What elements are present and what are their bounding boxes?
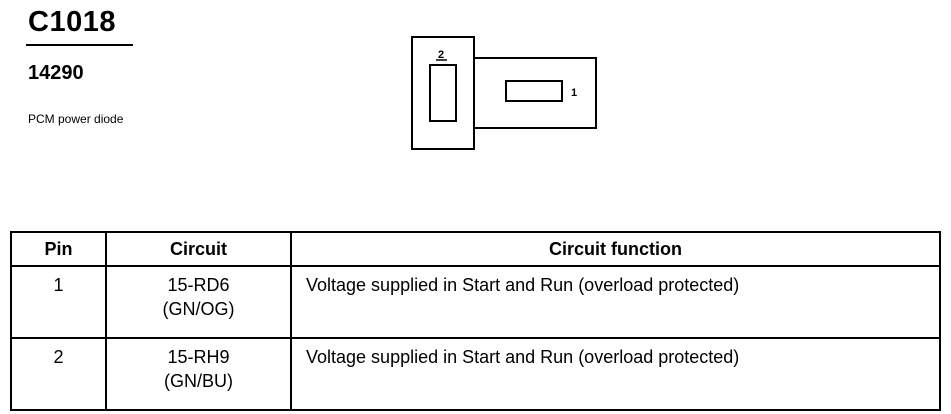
table-header-row: Pin Circuit Circuit function [10, 231, 941, 267]
column-header-circuit: Circuit [105, 231, 292, 267]
pin-2-cavity [429, 64, 457, 122]
title-underline [26, 44, 133, 46]
column-header-circuit-function: Circuit function [290, 231, 941, 267]
function-cell: Voltage supplied in Start and Run (overl… [290, 265, 941, 339]
circuit-code: 15-RD6 [167, 275, 230, 295]
pin-cell: 1 [10, 265, 107, 339]
pin-2-label: 2 [438, 49, 444, 61]
circuit-code: 15-RH9 [167, 347, 230, 367]
connector-diagram: 2 1 [411, 36, 597, 150]
pin-cell: 2 [10, 337, 107, 411]
column-header-pin: Pin [10, 231, 107, 267]
circuit-cell: 15-RD6 (GN/OG) [105, 265, 292, 339]
pin-1-cavity [505, 80, 563, 102]
function-cell: Voltage supplied in Start and Run (overl… [290, 337, 941, 411]
connector-id: C1018 [28, 6, 116, 38]
table-row: 2 15-RH9 (GN/BU) Voltage supplied in Sta… [10, 337, 941, 411]
circuit-colors: (GN/BU) [164, 371, 233, 391]
pin-table: Pin Circuit Circuit function 1 15-RD6 (G… [10, 231, 941, 411]
circuit-colors: (GN/OG) [162, 299, 235, 319]
circuit-cell: 15-RH9 (GN/BU) [105, 337, 292, 411]
pin-1-label: 1 [571, 87, 577, 99]
table-row: 1 15-RD6 (GN/OG) Voltage supplied in Sta… [10, 265, 941, 339]
part-number: 14290 [28, 62, 84, 84]
component-description: PCM power diode [28, 112, 124, 126]
